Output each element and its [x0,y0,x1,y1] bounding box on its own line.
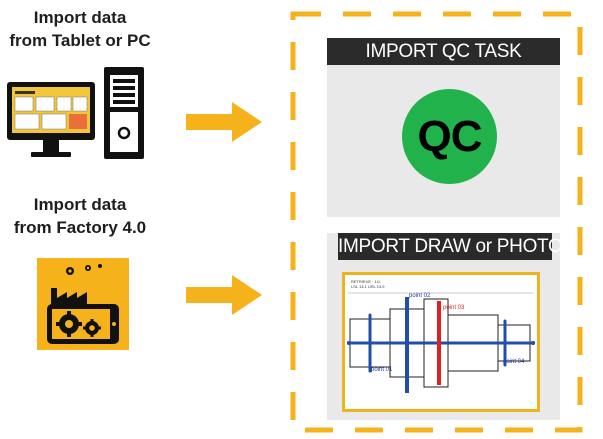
point-label: point 04 [503,359,525,365]
computer-tower-icon [7,67,147,167]
caption-tablet-pc: Import data from Tablet or PC [0,6,160,52]
arrow-right-icon [186,275,262,320]
import-qc-panel[interactable]: IMPORT QC TASK QC [327,38,560,217]
arrow-right-icon [186,102,262,147]
import-draw-title: IMPORT DRAW or PHOTO [338,233,563,260]
caption-tablet-pc-line1: Import data [33,8,127,27]
drawing-header-line1: RETRIEVE · 1/1 [351,279,381,284]
point-label: point 01 [371,367,393,373]
caption-factory-line1: Import data [33,195,127,214]
drawing-header-line2: LSL 13.1 USL 13.9 [351,284,385,289]
shaft-drawing [347,292,535,393]
factory-gears-icon [37,258,129,350]
point-label: point 03 [443,305,465,311]
technical-drawing: RETRIEVE · 1/1 LSL 13.1 USL 13.9 [342,272,540,412]
point-label: point 02 [409,293,431,299]
caption-tablet-pc-line2: from Tablet or PC [9,31,151,50]
caption-factory-line2: from Factory 4.0 [13,218,147,237]
import-qc-title: IMPORT QC TASK [327,38,560,65]
drawing-header: RETRIEVE · 1/1 LSL 13.1 USL 13.9 [351,279,385,289]
caption-factory: Import data from Factory 4.0 [0,193,160,239]
qc-badge: QC [402,89,497,184]
import-draw-panel[interactable]: IMPORT DRAW or PHOTO RETRIEVE · 1/1 LSL … [327,233,563,420]
qc-badge-label: QC [417,111,483,161]
